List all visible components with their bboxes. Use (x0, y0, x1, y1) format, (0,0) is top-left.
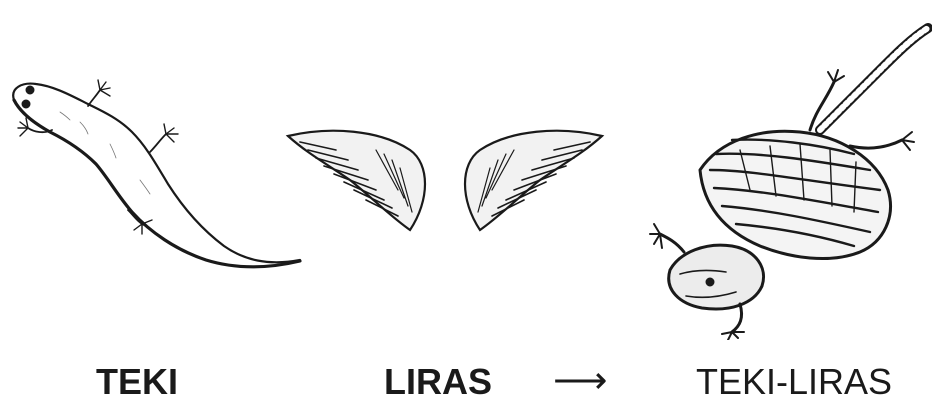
right-wing (465, 131, 602, 230)
gecko-drawing (0, 60, 310, 280)
arrow-icon: ⟶ (553, 362, 607, 400)
gecko-illustration (0, 60, 310, 280)
flying-gecko-drawing (640, 20, 932, 340)
label-teki: TEKI (96, 364, 178, 400)
left-wing (288, 131, 425, 230)
wings-drawing (280, 120, 610, 250)
flying-gecko-illustration (640, 20, 932, 340)
wings-illustration (280, 120, 610, 250)
label-teki-liras: TEKI-LIRAS (696, 364, 892, 400)
label-liras: LIRAS (384, 364, 492, 400)
